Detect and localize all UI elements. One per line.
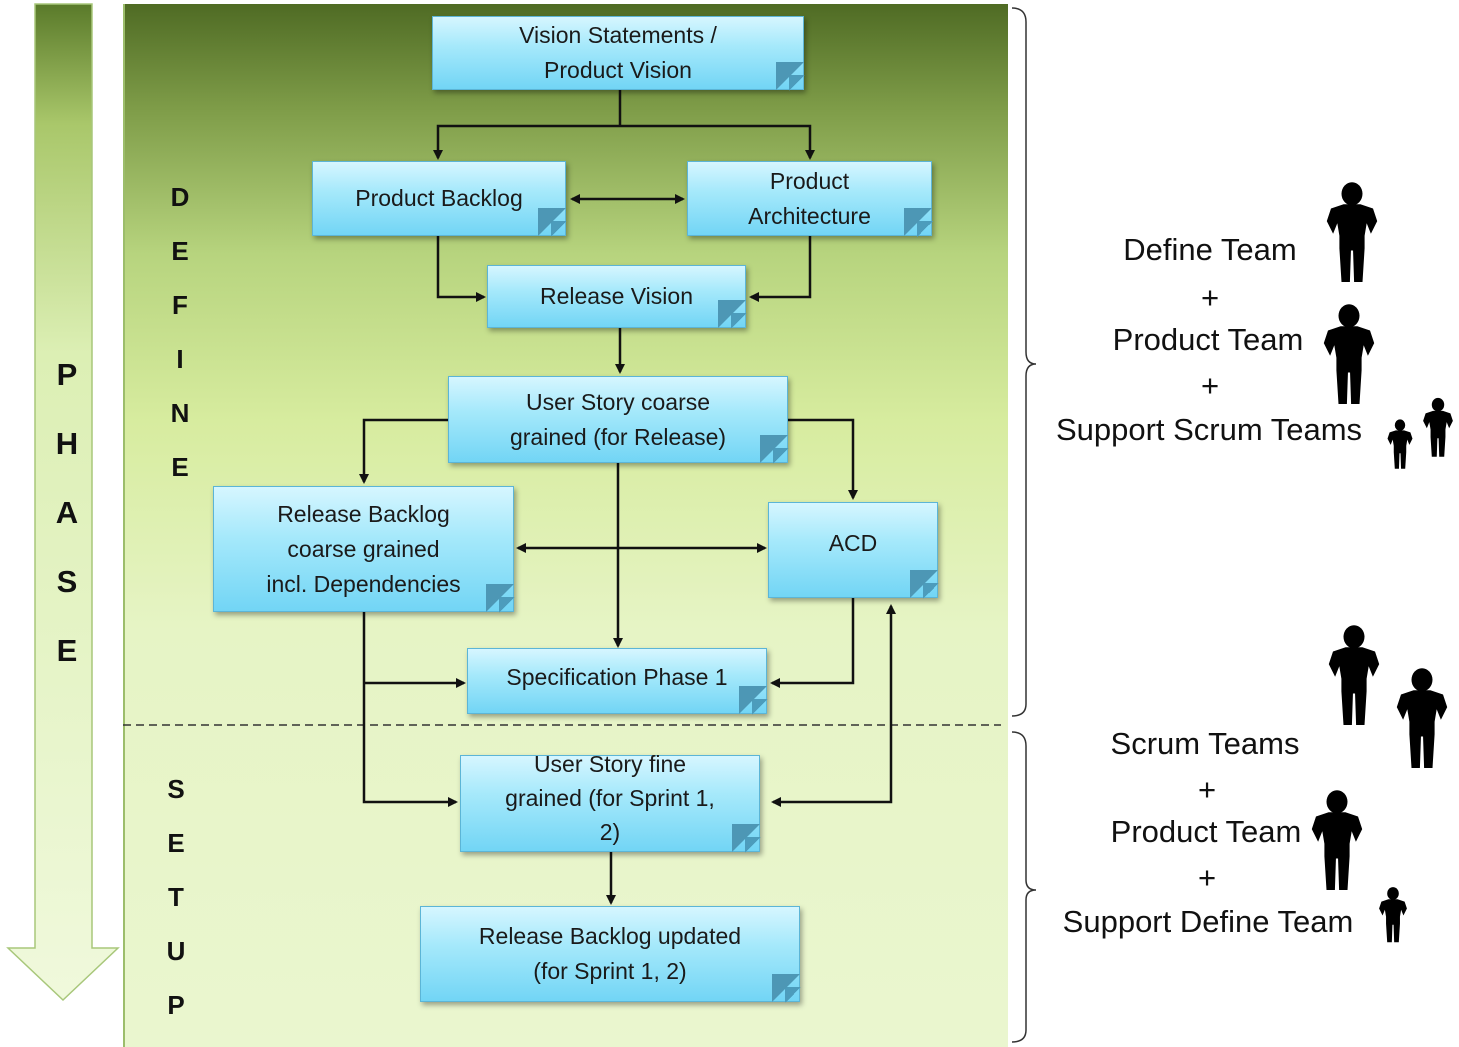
vision-statements-box: Vision Statements / Product Vision bbox=[432, 16, 805, 91]
scrum-teams-label: Scrum Teams bbox=[1110, 726, 1300, 761]
arrow-to-architecture bbox=[620, 124, 815, 160]
plus-sign: + bbox=[1200, 280, 1220, 315]
arrow-to-product-backlog bbox=[433, 124, 620, 160]
plus-sign: + bbox=[1197, 860, 1217, 895]
arrow-architecture-to-release-vision bbox=[749, 236, 812, 302]
define-team-brace bbox=[1011, 7, 1037, 717]
setup-letter: E bbox=[167, 828, 185, 858]
define-letter: E bbox=[171, 452, 189, 482]
arrow-backlog-to-user-story-fine bbox=[362, 612, 458, 807]
acd-box: ACD bbox=[768, 502, 939, 599]
box-text: Vision Statements / bbox=[519, 22, 717, 48]
plus-sign: + bbox=[1200, 368, 1220, 403]
box-text: Release Backlog updated bbox=[478, 923, 742, 949]
phase-letter: A bbox=[55, 495, 79, 530]
define-letter: D bbox=[170, 182, 190, 212]
support-define-team-label: Support Define Team bbox=[1062, 904, 1354, 939]
define-letter: I bbox=[176, 344, 184, 374]
box-text: User Story fine bbox=[533, 750, 687, 777]
setup-letter: P bbox=[167, 990, 185, 1020]
arrow-fine-to-acd bbox=[771, 604, 896, 807]
user-story-coarse-box: User Story coarse grained (for Release) bbox=[448, 376, 789, 464]
release-backlog-updated-box: Release Backlog updated (for Sprint 1, 2) bbox=[420, 906, 801, 1003]
box-text: grained (for Release) bbox=[509, 423, 727, 450]
box-text: Architecture bbox=[748, 202, 871, 229]
box-text: incl. Dependencies bbox=[266, 570, 461, 597]
box-text: Release Backlog bbox=[277, 500, 450, 527]
person-silhouette-icon bbox=[1387, 419, 1413, 469]
arrow-backlog-to-release-vision bbox=[436, 236, 486, 302]
person-silhouette-icon bbox=[1323, 304, 1375, 404]
person-silhouette-icon bbox=[1423, 397, 1453, 457]
support-scrum-teams-label: Support Scrum Teams bbox=[1055, 412, 1363, 447]
person-silhouette-icon bbox=[1328, 625, 1380, 725]
box-text: Product bbox=[769, 167, 850, 194]
box-text: Release Vision bbox=[539, 283, 693, 309]
box-text: 2) bbox=[599, 818, 621, 845]
person-silhouette-icon bbox=[1379, 887, 1407, 943]
setup-section-label: S E T U P bbox=[156, 762, 196, 1032]
define-section-label: D E F I N E bbox=[160, 170, 200, 494]
setup-team-brace bbox=[1011, 731, 1037, 1043]
phase-letter: P bbox=[56, 357, 78, 392]
product-team-label: Product Team bbox=[1112, 322, 1304, 357]
person-silhouette-icon bbox=[1311, 790, 1363, 890]
setup-letter: U bbox=[166, 936, 186, 966]
box-text: (for Sprint 1, 2) bbox=[533, 958, 687, 984]
setup-letter: S bbox=[167, 774, 185, 804]
define-team-label: Define Team bbox=[1123, 232, 1297, 267]
phase-letter: E bbox=[56, 633, 78, 668]
person-silhouette-icon bbox=[1396, 668, 1448, 768]
box-text: Specification Phase 1 bbox=[506, 663, 728, 690]
box-text: User Story coarse bbox=[525, 388, 711, 415]
plus-sign: + bbox=[1197, 772, 1217, 807]
phase-letter: H bbox=[55, 426, 79, 461]
person-silhouette-icon bbox=[1326, 182, 1378, 282]
box-text: grained (for Sprint 1, bbox=[505, 784, 715, 811]
box-text: coarse grained bbox=[287, 535, 440, 562]
define-letter: F bbox=[172, 290, 188, 320]
define-letter: E bbox=[171, 236, 189, 266]
box-text: Product Backlog bbox=[355, 185, 523, 211]
phase-label: P H A S E bbox=[40, 340, 94, 685]
release-backlog-coarse-box: Release Backlog coarse grained incl. Depen… bbox=[213, 486, 515, 613]
user-story-fine-box: User Story fine grained (for Sprint 1, 2) bbox=[460, 751, 761, 853]
arrow-to-release-backlog bbox=[359, 418, 448, 484]
box-text: ACD bbox=[828, 529, 878, 556]
product-backlog-box: Product Backlog bbox=[312, 161, 567, 237]
release-vision-box: Release Vision bbox=[487, 265, 747, 329]
specification-phase-box: Specification Phase 1 bbox=[467, 648, 768, 715]
setup-letter: T bbox=[168, 882, 184, 912]
define-letter: N bbox=[170, 398, 190, 428]
arrow-to-acd bbox=[788, 418, 858, 500]
phase-letter: S bbox=[56, 564, 78, 599]
phase-arrow bbox=[6, 3, 120, 1002]
box-text: Product Vision bbox=[544, 57, 692, 83]
product-team-label: Product Team bbox=[1110, 814, 1302, 849]
